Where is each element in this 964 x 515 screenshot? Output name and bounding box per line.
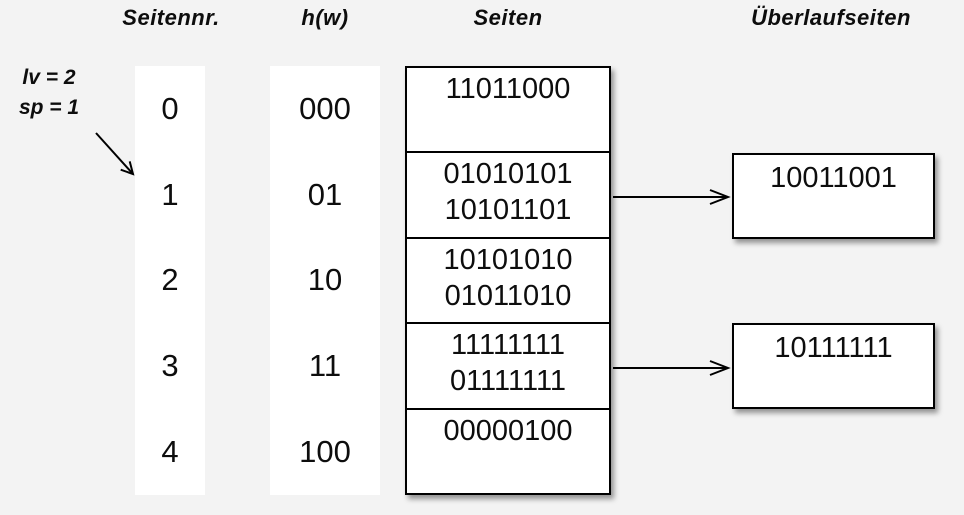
header-seiten: Seiten: [473, 5, 543, 30]
record-value: 01011010: [444, 279, 572, 312]
page-number: 0: [161, 90, 179, 126]
overflow-box-row3: 10111111: [732, 323, 935, 409]
header-hw: h(w): [301, 5, 349, 30]
page-number: 2: [161, 262, 179, 298]
overflow-box-row1: 10011001: [732, 153, 935, 239]
page-cell-3: 11111111 01111111: [407, 324, 609, 410]
overflow-arrow-row3-icon: [613, 360, 731, 376]
pointer-arrow-icon: [95, 132, 135, 176]
record-value: [407, 449, 609, 485]
record-value: 00000100: [443, 414, 573, 447]
page-number: 3: [161, 348, 179, 384]
overflow-value: 10111111: [774, 332, 893, 364]
record-value: 10101010: [443, 243, 573, 276]
column-hw: 000 01 10 11 100: [270, 66, 380, 495]
record-value: 11111111: [451, 329, 565, 362]
page-number: 1: [161, 176, 179, 212]
hash-value: 01: [307, 176, 343, 212]
record-value: 10101101: [444, 194, 572, 227]
page-cell-0: 11011000: [407, 68, 609, 154]
hash-value: 11: [308, 348, 342, 384]
pages-table: 11011000 01010101 10101101 10101010 0101…: [405, 66, 611, 495]
annotation-lv-sp: lv = 2 sp = 1: [6, 63, 92, 123]
overflow-value: 10011001: [770, 162, 897, 194]
header-ueberlaufseiten: Überlaufseiten: [751, 5, 911, 30]
record-value: [407, 107, 609, 143]
page-number: 4: [161, 434, 179, 470]
hash-value: 100: [299, 434, 351, 470]
annotation-sp: sp = 1: [18, 96, 80, 119]
column-seitennr: 0 1 2 3 4: [135, 66, 205, 495]
record-value: 01111111: [449, 365, 567, 398]
page-cell-1: 01010101 10101101: [407, 153, 609, 239]
hash-value: 10: [307, 262, 343, 298]
hash-value: 000: [299, 90, 351, 126]
record-value: 11011000: [445, 73, 571, 105]
annotation-lv: lv = 2: [22, 66, 76, 89]
record-value: 01010101: [443, 158, 573, 191]
header-seitennr: Seitennr.: [122, 5, 220, 30]
overflow-arrow-row1-icon: [613, 189, 731, 205]
page-cell-2: 10101010 01011010: [407, 239, 609, 325]
page-cell-4: 00000100: [407, 410, 609, 493]
